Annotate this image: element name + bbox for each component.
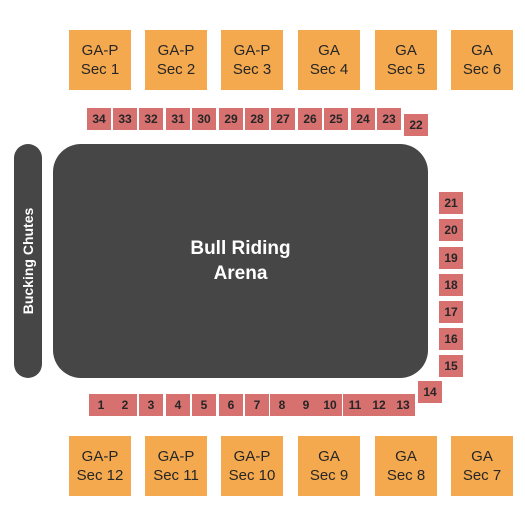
seat-section-9[interactable]: 9 xyxy=(294,394,318,416)
section-type: GA xyxy=(471,42,493,59)
section-number: Sec 2 xyxy=(156,61,196,78)
section-number: Sec 8 xyxy=(386,467,426,484)
ga-section-2[interactable]: GA-P Sec 2 xyxy=(145,30,207,90)
section-type: GA-P xyxy=(81,42,119,59)
section-number: Sec 9 xyxy=(309,467,349,484)
seat-section-5[interactable]: 5 xyxy=(192,394,216,416)
seat-section-12[interactable]: 12 xyxy=(367,394,391,416)
section-type: GA-P xyxy=(81,448,119,465)
seat-section-10[interactable]: 10 xyxy=(318,394,342,416)
seat-section-3[interactable]: 3 xyxy=(139,394,163,416)
seat-section-23[interactable]: 23 xyxy=(377,108,401,130)
ga-section-12[interactable]: GA-P Sec 12 xyxy=(69,436,131,496)
seat-section-7[interactable]: 7 xyxy=(245,394,269,416)
seat-section-27[interactable]: 27 xyxy=(271,108,295,130)
section-type: GA xyxy=(471,448,493,465)
section-type: GA-P xyxy=(157,448,195,465)
section-number: Sec 1 xyxy=(80,61,120,78)
ga-section-7[interactable]: GA Sec 7 xyxy=(451,436,513,496)
seat-section-6[interactable]: 6 xyxy=(219,394,243,416)
section-number: Sec 3 xyxy=(232,61,272,78)
seat-section-22[interactable]: 22 xyxy=(404,114,428,136)
ga-section-11[interactable]: GA-P Sec 11 xyxy=(145,436,207,496)
section-number: Sec 5 xyxy=(386,61,426,78)
seat-section-24[interactable]: 24 xyxy=(351,108,375,130)
section-type: GA-P xyxy=(233,448,271,465)
seat-section-19[interactable]: 19 xyxy=(439,247,463,269)
seat-section-21[interactable]: 21 xyxy=(439,192,463,214)
section-number: Sec 12 xyxy=(76,467,124,484)
section-type: GA-P xyxy=(157,42,195,59)
bucking-chutes-label: Bucking Chutes xyxy=(20,207,36,315)
ga-section-6[interactable]: GA Sec 6 xyxy=(451,30,513,90)
seat-section-18[interactable]: 18 xyxy=(439,274,463,296)
bucking-chutes: Bucking Chutes xyxy=(14,144,42,378)
section-number: Sec 11 xyxy=(153,467,199,484)
ga-section-3[interactable]: GA-P Sec 3 xyxy=(221,30,283,90)
section-type: GA xyxy=(318,42,340,59)
seat-section-26[interactable]: 26 xyxy=(298,108,322,130)
seat-section-33[interactable]: 33 xyxy=(113,108,137,130)
section-number: Sec 4 xyxy=(309,61,349,78)
ga-section-10[interactable]: GA-P Sec 10 xyxy=(221,436,283,496)
seat-section-29[interactable]: 29 xyxy=(219,108,243,130)
seat-section-28[interactable]: 28 xyxy=(245,108,269,130)
arena-label-line1: Bull Riding xyxy=(190,238,291,259)
bull-riding-arena: Bull Riding Arena xyxy=(53,144,428,378)
section-type: GA-P xyxy=(233,42,271,59)
seat-section-1[interactable]: 1 xyxy=(89,394,113,416)
section-type: GA xyxy=(318,448,340,465)
section-number: Sec 6 xyxy=(462,61,502,78)
seat-section-15[interactable]: 15 xyxy=(439,355,463,377)
seat-section-16[interactable]: 16 xyxy=(439,328,463,350)
ga-section-1[interactable]: GA-P Sec 1 xyxy=(69,30,131,90)
seat-section-32[interactable]: 32 xyxy=(139,108,163,130)
seat-section-30[interactable]: 30 xyxy=(192,108,216,130)
seat-section-34[interactable]: 34 xyxy=(87,108,111,130)
ga-section-9[interactable]: GA Sec 9 xyxy=(298,436,360,496)
seat-section-31[interactable]: 31 xyxy=(166,108,190,130)
seat-section-8[interactable]: 8 xyxy=(270,394,294,416)
arena-label-line2: Arena xyxy=(213,263,268,284)
seat-section-25[interactable]: 25 xyxy=(324,108,348,130)
seat-section-2[interactable]: 2 xyxy=(113,394,137,416)
section-type: GA xyxy=(395,42,417,59)
seat-section-17[interactable]: 17 xyxy=(439,301,463,323)
seat-section-14[interactable]: 14 xyxy=(418,381,442,403)
section-type: GA xyxy=(395,448,417,465)
seat-section-20[interactable]: 20 xyxy=(439,219,463,241)
section-number: Sec 10 xyxy=(228,467,276,484)
seat-section-4[interactable]: 4 xyxy=(166,394,190,416)
ga-section-5[interactable]: GA Sec 5 xyxy=(375,30,437,90)
ga-section-8[interactable]: GA Sec 8 xyxy=(375,436,437,496)
ga-section-4[interactable]: GA Sec 4 xyxy=(298,30,360,90)
section-number: Sec 7 xyxy=(462,467,502,484)
seat-section-11[interactable]: 11 xyxy=(343,394,367,416)
seat-section-13[interactable]: 13 xyxy=(391,394,415,416)
